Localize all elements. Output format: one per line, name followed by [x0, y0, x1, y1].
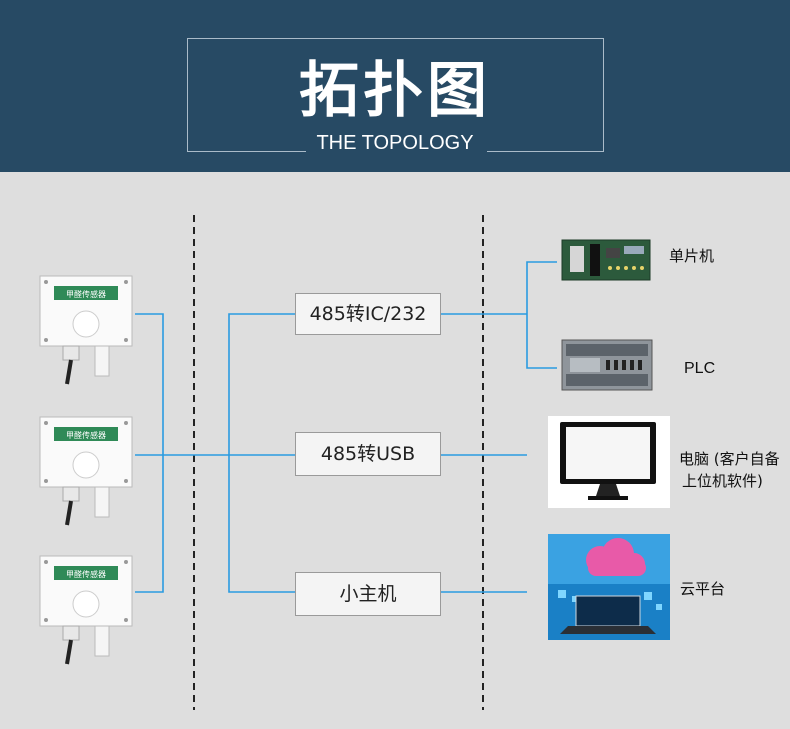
- sensor-label-plate: [54, 286, 118, 300]
- plc-image: [561, 339, 653, 391]
- converter-485-to-ic232: 485转IC/232: [295, 293, 441, 335]
- device-label-mcu: 单片机: [669, 247, 715, 265]
- cable-gland: [62, 486, 80, 502]
- probe: [94, 625, 110, 657]
- title-frame-right: [487, 38, 604, 152]
- sensor-3: 甲醛传感器: [39, 555, 133, 665]
- page-title: 拓扑图: [299, 56, 491, 126]
- sensor-label: 甲醛传感器: [66, 289, 106, 299]
- converter-label: 小主机: [339, 583, 397, 605]
- converter-485-to-usb: 485转USB: [295, 432, 441, 476]
- sensor-2: 甲醛传感器: [39, 416, 133, 526]
- device-label-cloud: 云平台: [680, 580, 726, 598]
- cloud-platform-image: [548, 534, 670, 640]
- computer-monitor-image: [548, 416, 670, 508]
- sensor-window: [72, 590, 100, 618]
- sensor-label-plate: [54, 566, 118, 580]
- mcu-board-image: [561, 239, 651, 281]
- sensor-label-plate: [54, 427, 118, 441]
- converter-label: 485转USB: [320, 443, 416, 465]
- mini-host: 小主机: [295, 572, 441, 616]
- page-subtitle: THE TOPOLOGY: [316, 132, 474, 154]
- sensor-label: 甲醛传感器: [66, 569, 106, 579]
- converter-label: 485转IC/232: [309, 303, 427, 325]
- title-frame-top: [305, 38, 487, 39]
- sensor-window: [72, 310, 100, 338]
- title-frame-left: [187, 38, 306, 152]
- sensor-label: 甲醛传感器: [66, 430, 106, 440]
- device-label-computer-line2: 上位机软件): [682, 472, 763, 490]
- cable-gland: [62, 345, 80, 361]
- sensor-1: 甲醛传感器: [39, 275, 133, 385]
- probe: [94, 486, 110, 518]
- device-label-plc: PLC: [684, 360, 716, 377]
- cloud-icon: [586, 538, 646, 576]
- sensor-wiring: [135, 261, 557, 593]
- probe: [94, 345, 110, 377]
- device-label-computer-line1: 电脑 (客户自备: [679, 450, 780, 468]
- sensor-window: [72, 451, 100, 479]
- header-banner: 拓扑图 THE TOPOLOGY: [0, 0, 790, 172]
- cable-gland: [62, 625, 80, 641]
